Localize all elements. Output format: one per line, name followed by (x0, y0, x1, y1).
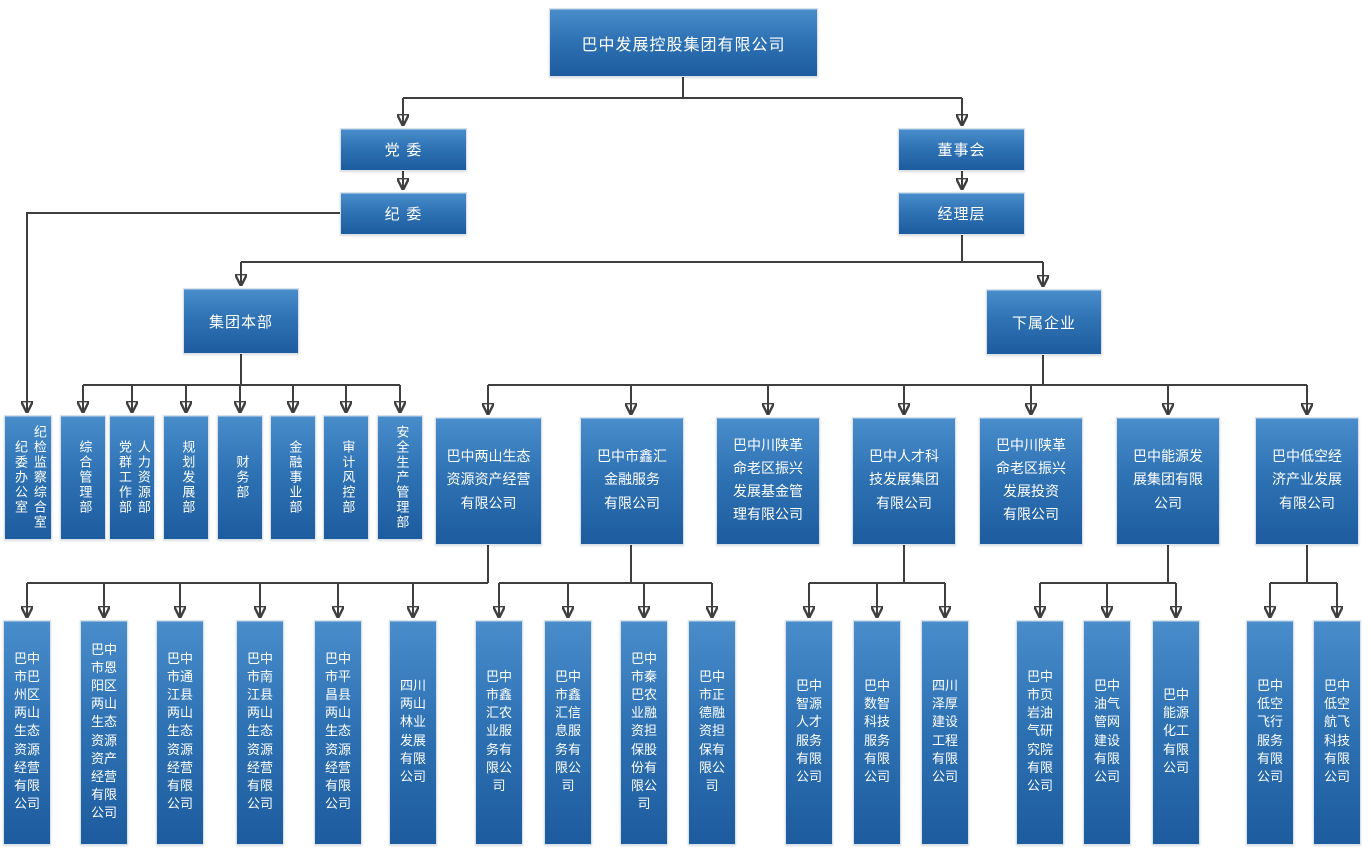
node-dept-general-management: 综合管理部 (60, 415, 106, 540)
node-sub-xinhui-agriculture: 巴中市鑫汇农业服务有限公司 (475, 620, 523, 845)
node-co-energy-development-group: 巴中能源发 展集团有限 公司 (1116, 417, 1220, 545)
node-sub-zhengde-guarantee: 巴中市正德融资担保有限公司 (688, 620, 736, 845)
node-sub-nanjiang-liangshan: 巴中市南江县两山生态资源经营有限公司 (236, 620, 284, 845)
node-co-revitalization-fund-management: 巴中川陕革 命老区振兴 发展基金管 理有限公司 (716, 417, 820, 545)
node-subsidiaries: 下属企业 (986, 289, 1102, 355)
node-sub-shuzhi-tech: 巴中数智科技服务有限公司 (853, 620, 901, 845)
node-dept-audit-risk-control: 审计风控部 (323, 415, 369, 540)
node-dept-discipline-inspection-office: 纪检监察综合室 纪委办公室 (4, 415, 52, 540)
node-co-revitalization-investment: 巴中川陕革 命老区振兴 发展投资 有限公司 (979, 417, 1083, 545)
node-board-of-directors: 董事会 (898, 128, 1025, 171)
node-dept-planning-development: 规划发展部 (163, 415, 209, 540)
node-co-liangshan-eco-resources: 巴中两山生态 资源资产经营 有限公司 (435, 417, 542, 545)
node-sub-tongjiang-liangshan: 巴中市通江县两山生态资源经营有限公司 (156, 620, 204, 845)
node-headquarters: 集团本部 (183, 288, 299, 354)
node-dept-hr-party-affairs: 人力资源部 党群工作部 (109, 415, 155, 540)
node-sub-bazhou-liangshan: 巴中市巴州区两山生态资源经营有限公司 (3, 620, 51, 845)
node-sub-low-altitude-flight-services: 巴中低空飞行服务有限公司 (1246, 620, 1294, 845)
node-discipline-committee: 纪 委 (340, 192, 467, 235)
node-root-company: 巴中发展控股集团有限公司 (549, 8, 818, 77)
node-sub-qinba-guarantee: 巴中市秦巴农业融资担保股份有限公司 (620, 620, 668, 845)
node-co-talent-tech-group: 巴中人才科 技发展集团 有限公司 (852, 417, 956, 545)
node-dept-finance: 财务部 (217, 415, 263, 540)
node-sub-pingchang-liangshan: 巴中市平昌县两山生态资源经营有限公司 (314, 620, 362, 845)
node-sub-xinhui-information: 巴中市鑫汇信息服务有限公司 (544, 620, 592, 845)
node-dept-financial-business: 金融事业部 (270, 415, 316, 540)
node-sub-zhiyuan-talent: 巴中智源人才服务有限公司 (785, 620, 833, 845)
node-party-committee: 党 委 (340, 128, 467, 171)
node-management-layer: 经理层 (898, 192, 1025, 235)
node-sub-energy-chemical: 巴中能源化工有限公司 (1152, 620, 1200, 845)
node-sub-enyang-liangshan: 巴中市恩阳区两山生态资源资产经营有限公司 (80, 620, 128, 845)
node-dept-safety-production: 安全生产管理部 (377, 415, 423, 540)
node-sub-sichuan-liangshan-forestry: 四川两山林业发展有限公司 (389, 620, 437, 845)
node-co-xinhui-financial-services: 巴中市鑫汇 金融服务 有限公司 (580, 417, 684, 545)
node-sub-oilgas-pipeline: 巴中油气管网建设有限公司 (1083, 620, 1131, 845)
node-sub-low-altitude-aviation-tech: 巴中低空航飞科技有限公司 (1313, 620, 1361, 845)
node-sub-zehou-construction: 四川泽厚建设工程有限公司 (921, 620, 969, 845)
node-sub-shale-oilgas-institute: 巴中市页岩油气研究院有限公司 (1016, 620, 1064, 845)
node-co-low-altitude-economy: 巴中低空经 济产业发展 有限公司 (1255, 417, 1359, 545)
connectors (27, 77, 1337, 617)
